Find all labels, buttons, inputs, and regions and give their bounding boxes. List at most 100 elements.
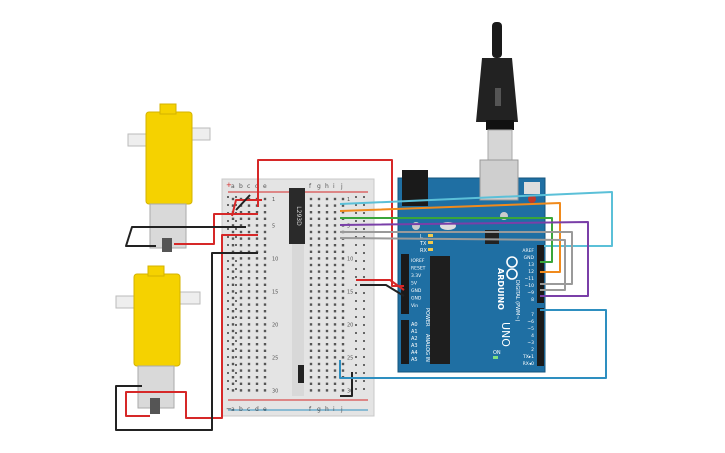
wire-motor1-black [125,226,246,247]
status-led [428,234,433,237]
wire-orange [339,202,561,273]
digital-header-label: DIGITAL (PWM~) [514,280,520,322]
rail-minus-label: − [226,405,232,413]
wire-motor1-red [174,213,258,245]
breadboard-column-label: j [340,183,343,190]
digital-pin-label: ~11 [525,276,535,282]
usb-chip [485,230,499,244]
wire-motor1-red2 [231,199,262,217]
usb-port [479,159,519,201]
breadboard-row-label: 30 [347,388,353,394]
breadboard-row-label: 25 [272,355,278,361]
digital-pin-label: 12 [528,269,534,275]
power-pin-label: 5V [411,281,418,287]
status-led-label: RX [420,248,427,254]
digital-pin-label: 7 [531,312,534,318]
wire-motor2-red [125,234,258,419]
wire-red-top [257,159,404,287]
breadboard-row-label: 30 [272,388,278,394]
digital-pin-label: ~6 [527,319,534,325]
analog-pin-label: A0 [411,322,418,328]
wire-gray [340,231,573,285]
wire-motor1-black2 [235,194,251,211]
digital-pin-label: ~9 [527,290,534,296]
power-pin-label: GND [411,296,422,302]
breadboard-column-label: a [231,406,235,413]
breadboard-row-label: 1 [347,197,350,203]
wire-motor2-black [115,252,258,431]
digital-pin-label: 2 [531,347,534,353]
analog-header-label: ANALOG IN [424,334,430,362]
breadboard-column-label: h [325,183,329,190]
digital-header-bottom [537,308,544,366]
power-header-label: POWER [424,308,430,327]
breadboard-column-label: i [333,183,335,190]
digital-pin-label: RX◂0 [523,361,534,367]
usb-icon [495,88,501,106]
digital-header-top [537,245,544,303]
arduino-brand-label: ARDUINO [496,268,505,310]
digital-pin-label: 13 [528,262,534,268]
analog-pin-label: A5 [411,357,418,363]
status-led-label: L [420,234,423,240]
breadboard-row-label: 15 [272,289,278,295]
breadboard-column-label: f [309,406,312,413]
l293d-chip[interactable]: L293D [289,188,305,244]
motor-top[interactable] [127,103,211,252]
wire-red-5v [356,279,405,291]
wire-black-rail [340,372,353,397]
power-pin-label: 3.3V [411,273,422,279]
breadboard-column-label: d [255,406,259,413]
atmega-chip [430,256,450,364]
power-pin-label: IOREF [411,258,425,264]
usb-cable[interactable] [476,22,518,161]
wire-black-gnd [360,284,405,297]
breadboard-column-label: f [309,183,312,190]
status-led-label: TX [419,241,427,247]
status-led [428,248,433,251]
reset-button[interactable] [524,182,540,194]
digital-pin-label: ~10 [525,283,535,289]
wire-gray-2 [339,237,566,291]
breadboard-row-label: 15 [347,289,353,295]
breadboard-column-label: g [317,406,321,413]
breadboard-column-label: j [340,406,343,413]
wire-cyan [339,191,613,247]
breadboard-column-label: h [325,406,329,413]
digital-pin-label: AREF [522,248,534,254]
breadboard-row-label: 10 [347,256,353,262]
analog-pin-label: A1 [411,329,418,335]
digital-pin-label: TX▸1 [522,354,534,360]
breadboard-row-label: 5 [272,223,275,229]
breadboard-row-label: 20 [347,322,353,328]
breadboard-row-label: 10 [272,256,278,262]
arduino-logo-icon [506,256,518,280]
analog-pin-label: A3 [411,343,418,349]
breadboard-column-label: g [317,183,321,190]
breadboard-column-label: a [231,183,235,190]
status-led [428,241,433,244]
breadboard-column-label: c [247,183,250,190]
breadboard-row-label: 1 [272,197,275,203]
breadboard-column-label: e [263,183,267,190]
power-pin-label: RESET [411,266,426,272]
breadboard-column-label: c [247,406,250,413]
breadboard-column-label: e [263,406,267,413]
wires [115,159,613,431]
wire-purple [339,221,589,297]
arduino-model-label: UNO [499,322,512,347]
breadboard-row-label: 20 [272,322,278,328]
analog-pin-label: A2 [411,336,418,342]
digital-pin-label: GND [524,255,535,261]
slide-switch[interactable] [298,365,304,383]
motor-bottom[interactable] [115,265,201,414]
breadboard-column-label: b [239,406,243,413]
digital-pin-label: ~3 [527,340,534,346]
wire-blue [339,309,607,379]
breadboard-column-label: i [333,406,335,413]
